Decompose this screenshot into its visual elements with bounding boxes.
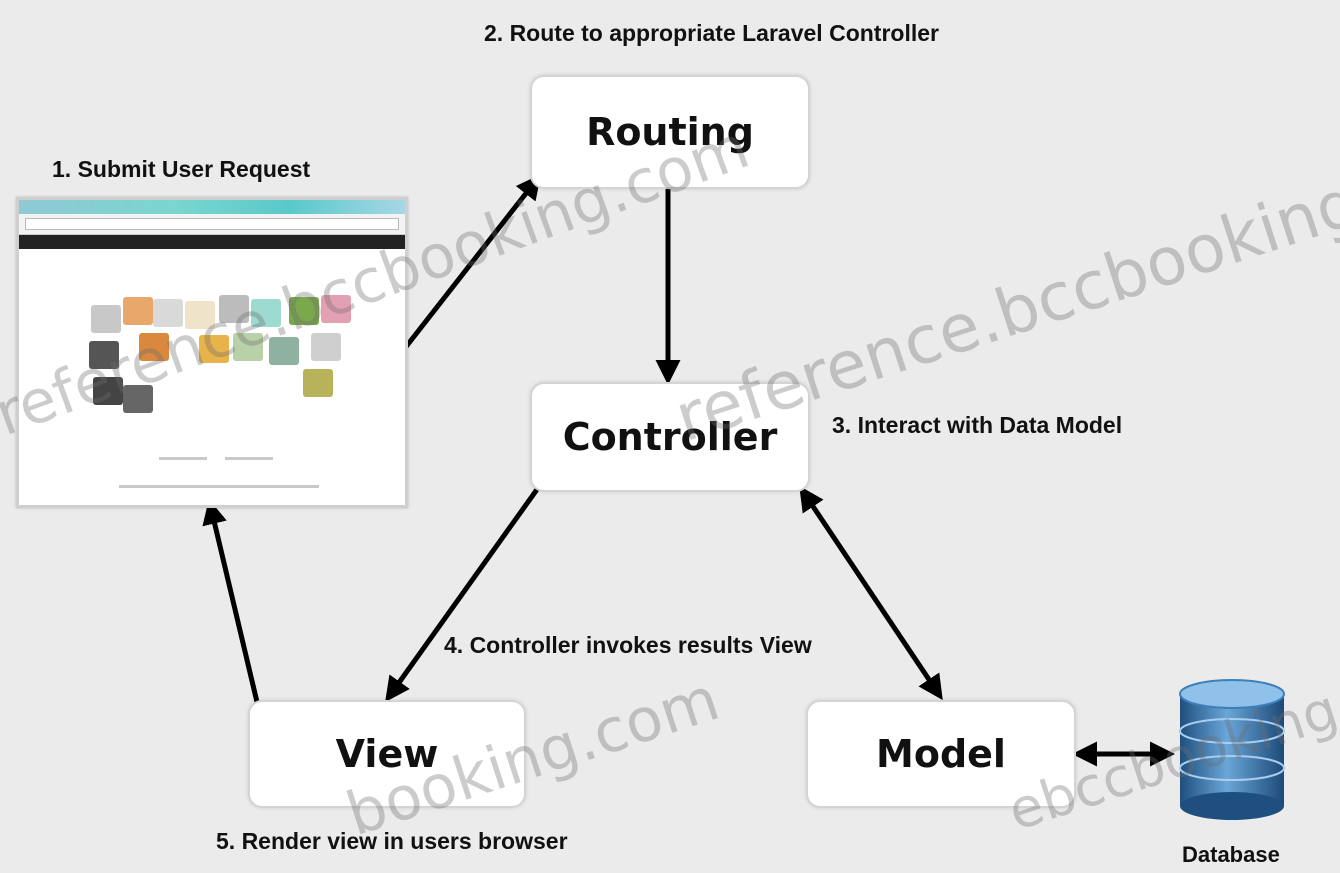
thumbnail <box>185 301 215 329</box>
step-3-label: 3. Interact with Data Model <box>832 412 1123 438</box>
browser-nav-strip <box>19 235 405 249</box>
thumbnail <box>139 333 169 361</box>
thumbnail <box>199 335 229 363</box>
thumbnail <box>289 297 319 325</box>
thumbnail <box>311 333 341 361</box>
step-5-label: 5. Render view in users browser <box>216 828 568 854</box>
thumbnail <box>123 297 153 325</box>
step-1-label: 1. Submit User Request <box>52 156 311 182</box>
thumbnail <box>91 305 121 333</box>
controller-label: Controller <box>562 415 778 459</box>
thumbnail <box>303 369 333 397</box>
arrow-browser-to-routing <box>403 174 542 350</box>
routing-label: Routing <box>586 110 754 154</box>
thumbnail <box>89 341 119 369</box>
browser-titlebar <box>19 200 405 214</box>
thumbnail <box>123 385 153 413</box>
model-box: Model <box>806 700 1076 808</box>
database-label: Database <box>1182 842 1280 867</box>
browser-url-field <box>25 218 399 230</box>
thumbnail <box>233 333 263 361</box>
view-label: View <box>335 732 439 776</box>
thumbnail <box>251 299 281 327</box>
step-2-label: 2. Route to appropriate Laravel Controll… <box>484 20 939 46</box>
thumbnail <box>219 295 249 323</box>
routing-box: Routing <box>530 75 810 189</box>
browser-screenshot-icon <box>16 197 408 508</box>
model-label: Model <box>876 732 1006 776</box>
thumbnail <box>153 299 183 327</box>
thumbnail <box>93 377 123 405</box>
database-cylinder-icon <box>1179 679 1285 820</box>
browser-address-bar <box>19 214 405 235</box>
view-box: View <box>248 700 526 808</box>
page-line <box>119 485 319 488</box>
browser-page-content <box>19 249 405 499</box>
thumbnail <box>321 295 351 323</box>
arrow-view-to-browser <box>202 499 260 703</box>
page-line <box>159 457 207 460</box>
arrow-controller-model <box>799 485 943 701</box>
page-line <box>225 457 273 460</box>
step-4-label: 4. Controller invokes results View <box>444 632 812 658</box>
arrow-controller-to-view <box>385 486 541 703</box>
thumbnail <box>269 337 299 365</box>
controller-box: Controller <box>530 382 810 492</box>
